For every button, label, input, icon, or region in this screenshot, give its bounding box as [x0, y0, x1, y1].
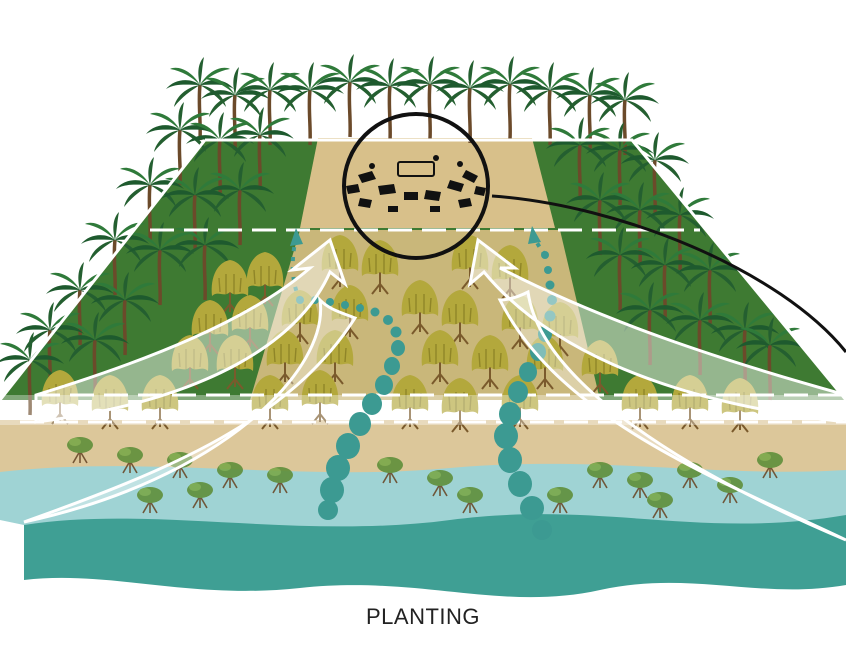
water-channels [296, 251, 557, 540]
diagram-caption: PLANTING [365, 604, 481, 629]
zone-boundaries [0, 138, 846, 424]
flow-arrows [23, 237, 846, 542]
beach-sand [0, 420, 846, 473]
palm-grove-top [274, 52, 586, 147]
plaza-detail-callout [342, 112, 846, 353]
plaza [300, 138, 555, 228]
